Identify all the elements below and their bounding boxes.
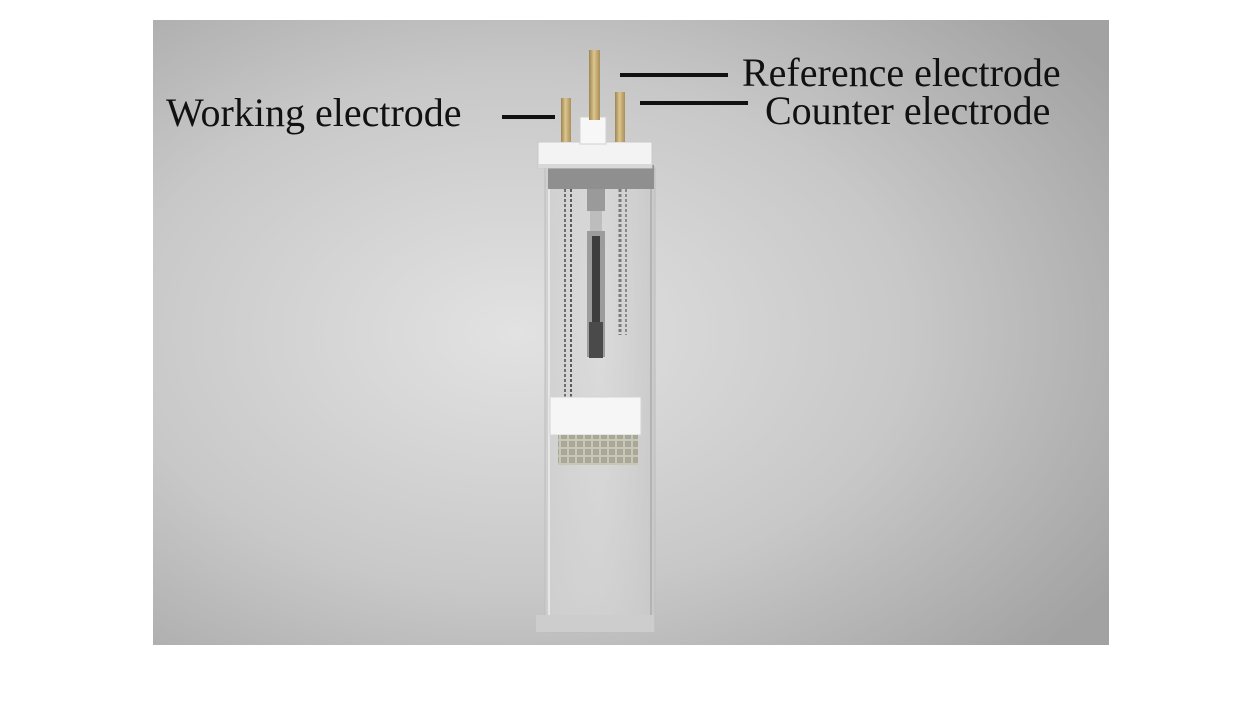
reference-electrode-collar [579, 116, 607, 145]
working-electrode-mesh [558, 435, 638, 465]
cap-underside [548, 165, 654, 189]
reference-electrode-tube [587, 189, 605, 358]
cell-cap [537, 141, 653, 169]
working-electrode-rod [561, 98, 571, 142]
working-electrode-holder [549, 396, 642, 436]
counter-electrode-rod [615, 92, 625, 142]
electrode-leads [564, 189, 627, 402]
reference-electrode-label: Reference electrode [742, 50, 1061, 95]
reference-electrode-rod [589, 50, 600, 120]
working-electrode-label: Working electrode [166, 90, 462, 135]
counter-electrode-label: Counter electrode [765, 88, 1050, 133]
